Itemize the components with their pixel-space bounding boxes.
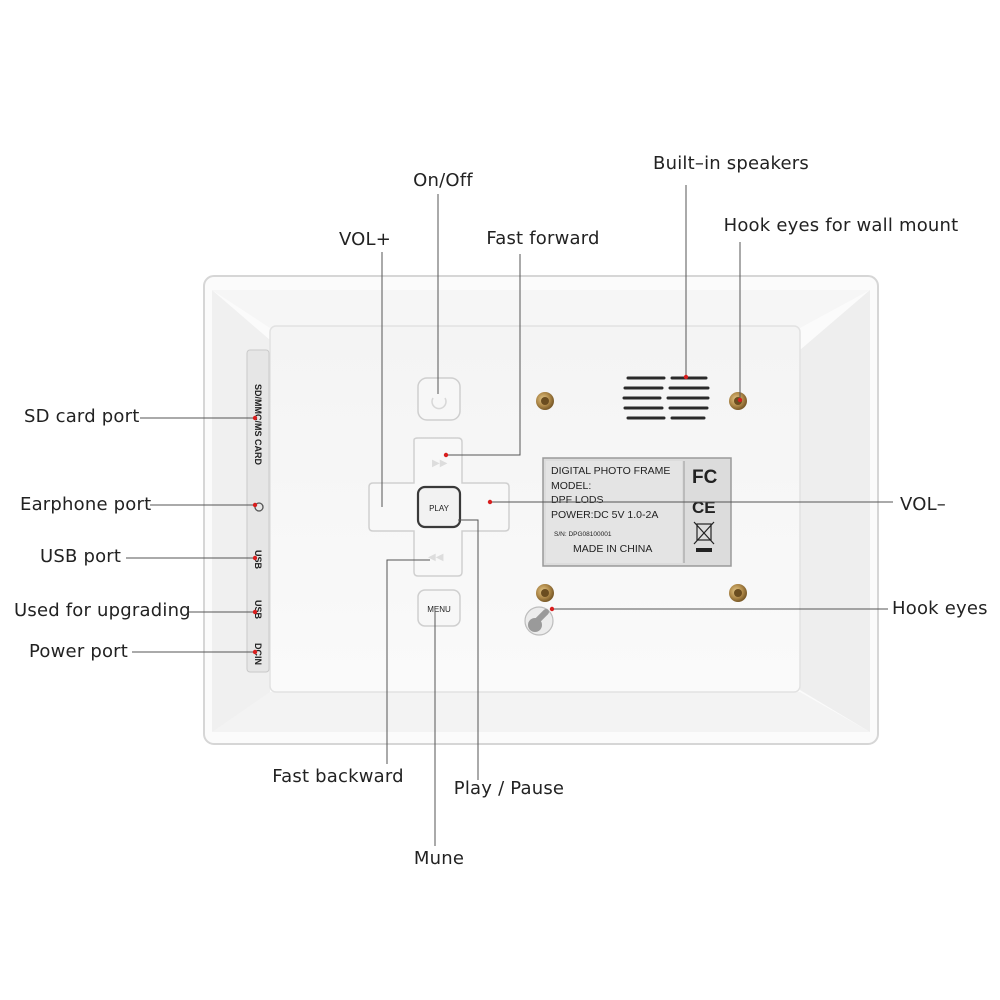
menu-button[interactable] bbox=[417, 589, 461, 627]
speaker-grille bbox=[622, 376, 710, 420]
hook-eye-top-right bbox=[729, 392, 747, 410]
callout-hook-eyes-wall-mount: Hook eyes for wall mount bbox=[723, 215, 959, 236]
callout-used-for-upgrading: Used for upgrading bbox=[14, 600, 191, 621]
hook-eye-bottom-left bbox=[536, 584, 554, 602]
frame-bevel-bottom bbox=[212, 692, 870, 732]
callout-fast-backward: Fast backward bbox=[272, 766, 404, 787]
label-plate-serial: S/N: DPG08100001 bbox=[554, 531, 612, 538]
callout-hook-eyes: Hook eyes bbox=[892, 598, 988, 619]
leader-fast-forward bbox=[446, 254, 521, 456]
port-strip-usb-label-2: USB bbox=[253, 600, 263, 620]
weee-bar bbox=[696, 548, 712, 552]
label-plate-line-2: MODEL: bbox=[551, 480, 591, 492]
label-plate-line-5: MADE IN CHINA bbox=[573, 543, 652, 555]
callout-vol-plus: VOL+ bbox=[338, 229, 392, 250]
label-plate-line-3: DPF LODS bbox=[551, 494, 604, 506]
label-plate-line-1: DIGITAL PHOTO FRAME bbox=[551, 465, 670, 477]
port-strip-usb-label-1: USB bbox=[253, 550, 263, 570]
callout-fast-forward: Fast forward bbox=[486, 228, 600, 249]
keyhole-hook bbox=[524, 606, 554, 636]
port-strip-sd-card-label: SD/MMC/MS CARD bbox=[253, 384, 263, 465]
frame-inner-panel bbox=[269, 325, 801, 693]
play-pause-button[interactable] bbox=[416, 485, 462, 529]
leader-lines bbox=[126, 185, 893, 846]
play-button-label: PLAY bbox=[429, 504, 450, 513]
port-strip-dcin-label: DCIN bbox=[253, 643, 263, 665]
vol-plus-button[interactable] bbox=[373, 489, 411, 525]
frame-bevel-top bbox=[212, 290, 870, 328]
label-plate-line-4: POWER:DC 5V 1.0-2A bbox=[551, 509, 658, 521]
frame-bevel-right bbox=[800, 290, 870, 732]
label-plate-text-area bbox=[546, 461, 682, 563]
weee-bin-icon bbox=[693, 521, 715, 545]
callout-vol-minus: VOL– bbox=[900, 494, 946, 515]
callout-on-off: On/Off bbox=[413, 170, 473, 191]
callout-mune: Mune bbox=[413, 848, 465, 869]
callout-power-port: Power port bbox=[29, 641, 129, 662]
pointer-dots bbox=[252, 374, 743, 655]
power-icon bbox=[431, 397, 447, 410]
menu-button-label: MENU bbox=[427, 605, 451, 614]
fcc-mark: FC bbox=[692, 467, 718, 488]
hook-eye-bottom-right bbox=[729, 584, 747, 602]
hook-eye-top-left bbox=[536, 392, 554, 410]
callout-usb-port: USB port bbox=[40, 546, 122, 567]
leader-play-pause bbox=[458, 519, 479, 780]
ce-mark: CE bbox=[692, 498, 716, 517]
callout-built-in-speakers: Built–in speakers bbox=[653, 153, 809, 174]
fast-forward-icon: ▶▶ bbox=[432, 458, 448, 469]
callout-earphone-port: Earphone port bbox=[20, 494, 152, 515]
leader-fast-backward bbox=[386, 559, 430, 764]
fast-backward-icon: ◀◀ bbox=[428, 552, 444, 563]
callout-sd-card-port: SD card port bbox=[24, 406, 140, 427]
power-button[interactable] bbox=[417, 377, 461, 421]
callout-play-pause: Play / Pause bbox=[453, 778, 565, 799]
